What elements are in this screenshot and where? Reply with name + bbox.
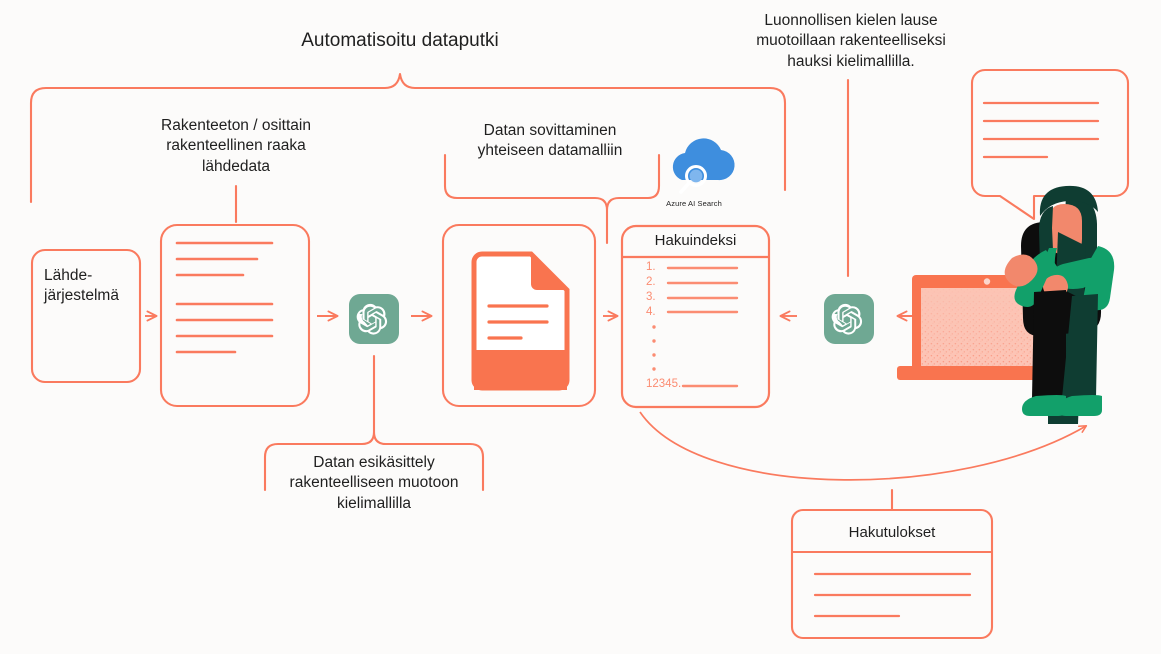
search-index-items: 1. 2. 3. 4. bbox=[646, 260, 676, 320]
document-file-icon bbox=[471, 251, 570, 391]
structured-document-box[interactable] bbox=[441, 223, 597, 408]
openai-logo-preprocess[interactable] bbox=[349, 294, 399, 344]
source-system-label: Lähde- järjestelmä bbox=[44, 267, 119, 305]
note-raw-data: Rakenteeton / osittain rakenteellinen ra… bbox=[161, 117, 311, 175]
azure-ai-search-icon[interactable] bbox=[672, 138, 735, 194]
pipeline-bracket bbox=[29, 72, 787, 204]
search-index-box[interactable] bbox=[620, 224, 771, 409]
index-item-3: 3. bbox=[646, 291, 656, 303]
index-item-4: 4. bbox=[646, 306, 656, 318]
arrow-results-to-person bbox=[639, 411, 1088, 481]
index-item-2: 2. bbox=[646, 276, 656, 288]
user-speech-bubble[interactable] bbox=[970, 68, 1130, 221]
index-last-item: 12345. bbox=[646, 378, 682, 390]
mapping-bracket bbox=[443, 153, 661, 245]
search-index-header: Hakuindeksi bbox=[654, 232, 737, 249]
note-preprocess: Datan esikäsittely rakenteelliseen muoto… bbox=[289, 454, 459, 512]
page-title: Automatisoitu dataputki bbox=[301, 30, 499, 51]
search-results-header: Hakutulokset bbox=[848, 524, 936, 541]
openai-logo-query[interactable] bbox=[824, 294, 874, 344]
source-system-box[interactable] bbox=[30, 248, 142, 384]
azure-ai-search-label: Azure AI Search bbox=[666, 199, 722, 208]
search-results-box[interactable] bbox=[790, 508, 994, 640]
note-nl-query: Luonnollisen kielen lause muotoillaan ra… bbox=[756, 12, 946, 70]
raw-data-document-box[interactable] bbox=[159, 223, 311, 408]
note-mapping: Datan sovittaminen yhteiseen datamalliin bbox=[477, 122, 623, 160]
preprocess-bracket bbox=[263, 354, 485, 492]
index-item-1: 1. bbox=[646, 261, 656, 273]
person-illustration bbox=[1004, 185, 1115, 424]
